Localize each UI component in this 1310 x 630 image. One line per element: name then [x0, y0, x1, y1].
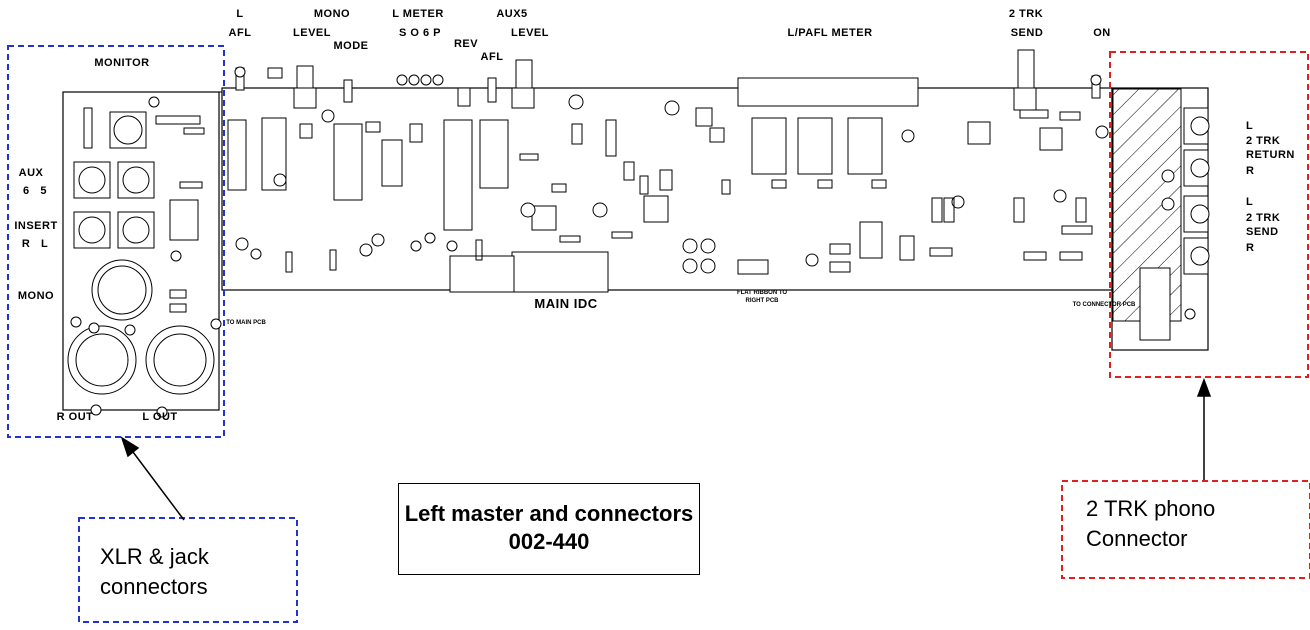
label-on: ON — [1093, 27, 1111, 39]
label-lpafl-meter: L/PAFL METER — [787, 27, 873, 39]
label-return-line1: 2 TRK — [1246, 135, 1281, 147]
label-to-connector-pcb: TO CONNECTOR PCB — [1072, 302, 1136, 308]
phono-callout-line2: Connector — [1086, 526, 1188, 551]
phono-callout-text: 2 TRK phono Connector — [1086, 494, 1215, 554]
label-to-main-pcb: TO MAIN PCB — [226, 320, 266, 326]
xlr-callout-line1: XLR & jack — [100, 544, 209, 569]
label-mono-panel: MONO — [17, 290, 55, 302]
title-box: Left master and connectors 002-440 — [398, 483, 700, 575]
label-send-line2: SEND — [1246, 226, 1279, 238]
label-insert-channels: R L — [21, 238, 49, 250]
label-aux5: AUX5 — [496, 8, 528, 20]
label-l-meter: L METER — [392, 8, 444, 20]
red-dashed-region — [1109, 51, 1309, 378]
label-flat-ribbon-2: RIGHT PCB — [745, 298, 779, 304]
capacitors — [70, 94, 1175, 418]
monitor-components — [67, 107, 215, 395]
label-insert: INSERT — [14, 220, 58, 232]
title-line1: Left master and connectors — [404, 501, 694, 526]
phono-arrow — [1196, 377, 1212, 480]
phono-callout-box — [1061, 480, 1310, 579]
phono-sockets — [1139, 107, 1210, 341]
label-l-out: L OUT — [142, 411, 178, 423]
label-meter-sources: S O 6 P — [398, 27, 442, 39]
label-return-l: L — [1246, 120, 1254, 132]
xlr-callout-text: XLR & jack connectors — [100, 542, 209, 602]
label-send-l: L — [1246, 196, 1254, 208]
resistors — [169, 109, 1087, 313]
label-main-idc: MAIN IDC — [534, 296, 598, 311]
label-l: L — [236, 8, 244, 20]
label-r-out: R OUT — [56, 411, 94, 423]
label-return-line2: RETURN — [1246, 149, 1295, 161]
main-components — [227, 107, 1093, 293]
label-send-r: R — [1246, 242, 1255, 254]
label-return-r: R — [1246, 165, 1255, 177]
phono-callout-line1: 2 TRK phono — [1086, 496, 1216, 521]
blue-dashed-region — [7, 45, 225, 438]
label-afl-mid: AFL — [480, 51, 504, 63]
label-monitor: MONITOR — [94, 57, 150, 69]
label-mono: MONO — [313, 8, 351, 20]
label-send: SEND — [1010, 27, 1044, 39]
xlr-callout-line2: connectors — [100, 574, 208, 599]
label-flat-ribbon-1: FLAT RIBBON TO — [736, 290, 788, 296]
top-controls — [234, 49, 1102, 111]
label-level-mid: LEVEL — [511, 27, 549, 39]
label-aux: AUX — [18, 167, 44, 179]
label-aux-channels: 6 5 — [23, 185, 47, 197]
label-send-line1: 2 TRK — [1246, 212, 1281, 224]
label-level-left: LEVEL — [293, 27, 331, 39]
title-line2: 002-440 — [508, 529, 590, 554]
label-2trk: 2 TRK — [1008, 8, 1044, 20]
xlr-callout-box — [78, 517, 298, 623]
label-mode: MODE — [333, 40, 369, 52]
monitor-board-outline — [62, 91, 220, 411]
xlr-arrow — [120, 436, 185, 521]
label-afl-left: AFL — [228, 27, 252, 39]
label-rev: REV — [453, 38, 479, 50]
